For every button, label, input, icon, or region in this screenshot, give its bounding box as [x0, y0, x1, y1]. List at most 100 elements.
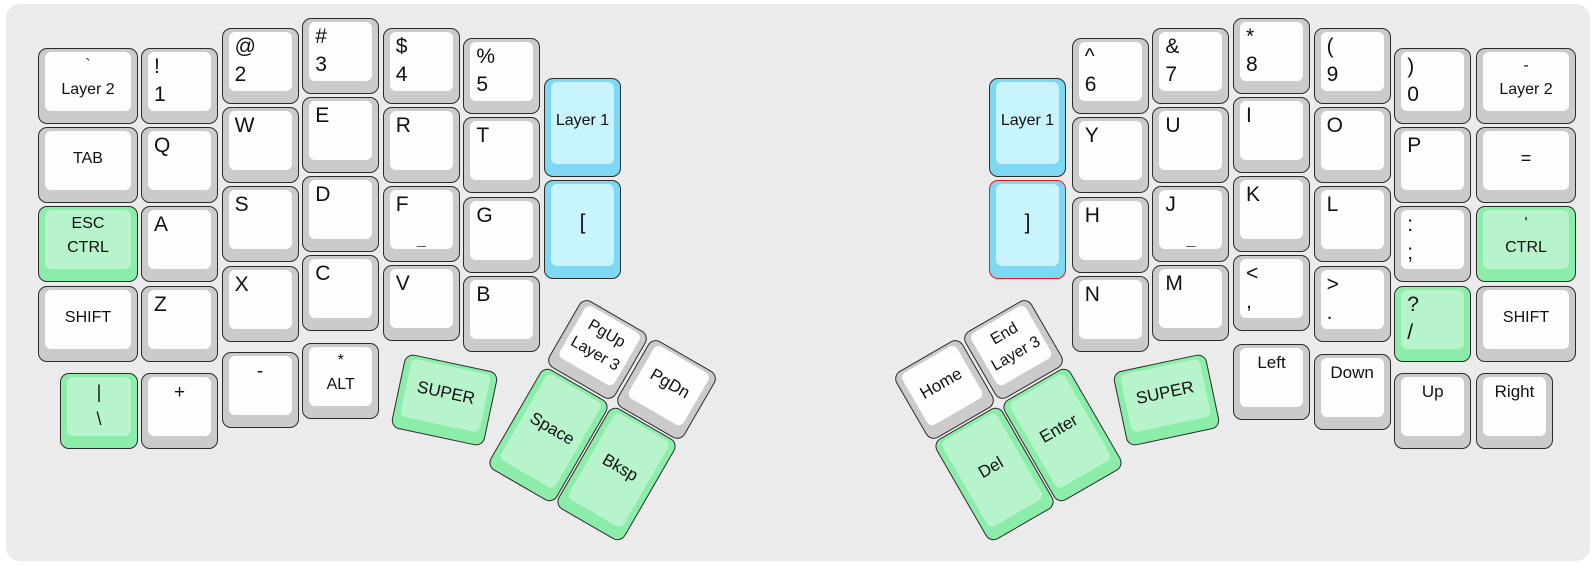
keycap-surface: Z	[148, 290, 211, 349]
key-lbracket[interactable]: [	[544, 180, 621, 279]
key-rparen-0[interactable]: )0	[1394, 48, 1472, 124]
key-arrow-down[interactable]: Down	[1313, 354, 1391, 430]
key-o[interactable]: O	[1313, 107, 1391, 183]
key-caret-6[interactable]: ^6	[1071, 38, 1149, 114]
legend-line: E	[315, 104, 330, 127]
keycap-surface: E	[309, 101, 373, 160]
legend-line: CTRL	[1505, 239, 1547, 256]
legend-line: Right	[1494, 382, 1535, 401]
key-shift-left[interactable]: SHIFT	[38, 286, 138, 362]
keycap-legend: A	[148, 210, 211, 269]
key-colon-semicolon[interactable]: :;	[1394, 206, 1472, 282]
legend-line: &	[1165, 35, 1180, 58]
legend-line: Del	[974, 453, 1007, 483]
legend-line: C	[315, 262, 331, 285]
key-at-2[interactable]: @2	[221, 28, 299, 104]
key-super-right[interactable]: SUPER	[1111, 352, 1221, 448]
key-layer1-right[interactable]: Layer 1	[989, 78, 1066, 177]
key-arrow-up[interactable]: Up	[1394, 373, 1472, 449]
keycap-legend: C	[309, 259, 372, 318]
key-plus[interactable]: +	[141, 373, 218, 449]
key-y[interactable]: Y	[1071, 117, 1149, 193]
key-m[interactable]: M	[1152, 265, 1230, 341]
key-b[interactable]: B	[463, 276, 541, 352]
legend-line: 8	[1246, 53, 1258, 77]
key-star-8[interactable]: *8	[1233, 18, 1310, 94]
legend-line: )	[1407, 55, 1415, 78]
key-amp-7[interactable]: &7	[1152, 28, 1230, 104]
keycap-legend: T	[470, 121, 533, 180]
legend-line: Layer 2	[61, 81, 115, 98]
keycap-legend: V	[390, 269, 453, 328]
key-lt-comma[interactable]: <,	[1233, 255, 1310, 331]
keycap-legend: @2	[229, 32, 292, 91]
key-k[interactable]: K	[1233, 176, 1310, 252]
legend-line: P	[1407, 134, 1422, 157]
key-hash-3[interactable]: #3	[302, 18, 380, 94]
legend-line: '	[1524, 215, 1528, 232]
key-i[interactable]: I	[1233, 97, 1310, 173]
keycap-legend: L	[1321, 190, 1384, 249]
key-w[interactable]: W	[221, 107, 299, 183]
legend-line: K	[1246, 183, 1261, 206]
key-minus[interactable]: -	[221, 352, 299, 428]
keycap-legend: !1	[148, 52, 211, 111]
key-j[interactable]: J_	[1152, 186, 1230, 262]
key-arrow-right[interactable]: Right	[1476, 373, 1553, 449]
keycap-surface: U	[1159, 111, 1223, 170]
key-z[interactable]: Z	[141, 286, 218, 362]
key-exclam-1[interactable]: !1	[141, 48, 218, 124]
keycap-surface: #3	[309, 22, 373, 81]
keycap-legend: E	[309, 101, 372, 160]
key-question-slash[interactable]: ?/	[1394, 286, 1472, 362]
legend-line: 0	[1407, 83, 1419, 107]
keycap-surface: [	[551, 184, 614, 266]
key-equals[interactable]: =	[1476, 127, 1576, 203]
keycap-surface: ?/	[1401, 290, 1465, 349]
key-s[interactable]: S	[221, 186, 299, 262]
key-v[interactable]: V	[382, 265, 460, 341]
key-gt-period[interactable]: >.	[1313, 266, 1391, 342]
legend-line: Space	[526, 408, 578, 449]
key-dollar-4[interactable]: $4	[382, 28, 460, 104]
keycap-surface: Right	[1483, 377, 1546, 436]
key-layer2-left[interactable]: `Layer 2	[38, 48, 138, 124]
key-lparen-9[interactable]: (9	[1313, 28, 1391, 104]
key-super-left[interactable]: SUPER	[390, 352, 499, 448]
keycap-legend: J	[1159, 190, 1222, 249]
key-rbracket[interactable]: ]	[989, 180, 1066, 279]
key-p[interactable]: P	[1394, 127, 1472, 203]
key-tab[interactable]: TAB	[38, 127, 138, 203]
key-g[interactable]: G	[463, 197, 541, 273]
key-t[interactable]: T	[463, 117, 541, 193]
key-percent-5[interactable]: %5	[463, 38, 541, 114]
key-f[interactable]: F_	[382, 186, 460, 262]
key-r[interactable]: R	[382, 107, 460, 183]
key-shift-right[interactable]: SHIFT	[1476, 286, 1576, 362]
legend-line: CTRL	[67, 239, 109, 256]
key-e[interactable]: E	[302, 97, 380, 173]
keycap-surface: I	[1240, 101, 1303, 160]
key-c[interactable]: C	[302, 255, 380, 331]
key-pipe-backslash[interactable]: |\	[60, 373, 138, 449]
key-quote-ctrl[interactable]: ' CTRL	[1476, 206, 1576, 282]
key-n[interactable]: N	[1071, 276, 1149, 352]
keycap-surface: %5	[470, 42, 534, 101]
keycap-surface: X	[228, 270, 292, 329]
key-a[interactable]: A	[141, 206, 218, 282]
key-arrow-left[interactable]: Left	[1233, 344, 1310, 420]
legend-line: =	[1520, 148, 1532, 169]
legend-line: Layer 2	[1499, 81, 1553, 98]
key-h[interactable]: H	[1071, 197, 1149, 273]
key-star-alt[interactable]: *ALT	[302, 343, 380, 419]
key-minus-layer2[interactable]: -Layer 2	[1476, 48, 1576, 124]
key-d[interactable]: D	[302, 176, 380, 252]
key-l[interactable]: L	[1313, 186, 1391, 262]
key-q[interactable]: Q	[141, 127, 218, 203]
key-layer1-left[interactable]: Layer 1	[544, 78, 621, 177]
key-u[interactable]: U	[1152, 107, 1230, 183]
key-x[interactable]: X	[221, 266, 299, 342]
